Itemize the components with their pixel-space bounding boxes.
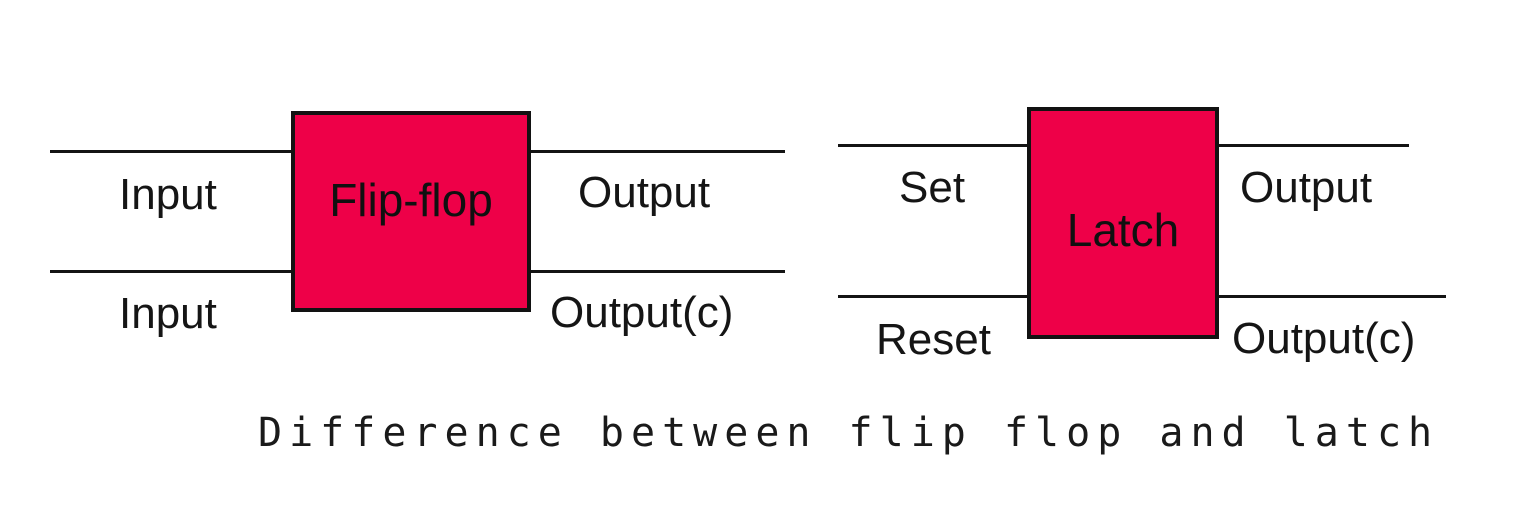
flip-flop-input-label-top: Input [119,170,217,219]
figure-caption: Difference between flip flop and latch [258,410,1440,456]
latch-output-label-top: Output [1240,163,1373,212]
latch-output-label-bottom: Output(c) [1232,314,1416,363]
flip-flop-block: Flip-flop [291,111,531,312]
latch-output-wire-top [1213,144,1409,147]
latch-input-wire-bottom [838,295,1033,298]
flip-flop-output-wire-top [527,150,785,153]
latch-block: Latch [1027,107,1219,339]
latch-input-wire-top [838,144,1033,147]
flip-flop-block-label: Flip-flop [329,174,493,226]
latch-output-wire-bottom [1213,295,1446,298]
latch-input-label-set: Set [899,163,966,212]
flip-flop-output-label-bottom: Output(c) [550,288,734,337]
flip-flop-input-wire-top [50,150,295,153]
flip-flop-output-wire-bottom [527,270,785,273]
flip-flop-input-wire-bottom [50,270,295,273]
flip-flop-input-label-bottom: Input [119,289,217,338]
latch-block-label: Latch [1066,204,1180,256]
latch-input-label-reset: Reset [876,315,991,364]
flip-flop-output-label-top: Output [578,168,711,217]
